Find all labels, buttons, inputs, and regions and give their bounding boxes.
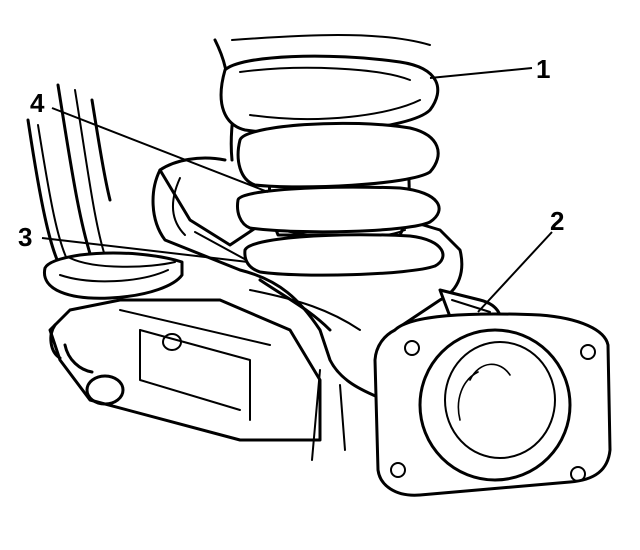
callout-line-3: [41, 237, 249, 263]
left-spring-seat: [43, 251, 184, 300]
callout-4-label: 4: [30, 88, 45, 118]
callout-line-2: [477, 231, 553, 313]
callout-line-4: [51, 107, 269, 193]
coil-spring: [219, 54, 445, 277]
callout-2-label: 2: [550, 206, 564, 236]
callout-line-1: [429, 67, 533, 79]
lower-bracket: [48, 298, 346, 461]
axle-flange: [373, 312, 612, 497]
callout-leaders: [41, 67, 553, 313]
callout-3-label: 3: [18, 222, 32, 252]
callout-1-label: 1: [536, 54, 550, 84]
